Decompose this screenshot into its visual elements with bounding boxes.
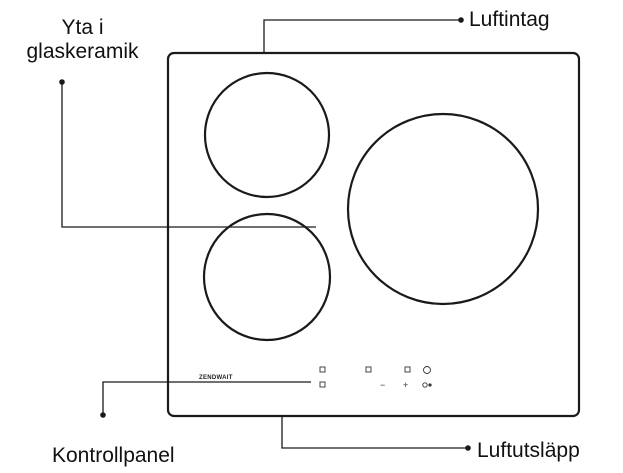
power-icon: [423, 366, 431, 374]
leader-dot-air-exhaust: [465, 445, 471, 451]
label-air-exhaust: Luftutsläpp: [477, 439, 580, 462]
label-surface-line1: Yta i: [61, 16, 104, 39]
zone-select-icon-right: [404, 366, 411, 373]
label-control-panel: Kontrollpanel: [52, 444, 175, 467]
cooking-zone-top-left: [203, 71, 331, 199]
leader-dot-air-intake: [458, 17, 464, 23]
leader-air-exhaust: [281, 416, 467, 449]
cooking-zone-bottom-left: [202, 212, 332, 342]
hob-outline: [166, 51, 581, 418]
label-surface-line2: glaskeramik: [26, 40, 139, 63]
lock-icon-dot: [428, 383, 432, 387]
leader-dot-surface: [59, 79, 65, 85]
leader-dot-control-panel: [100, 412, 106, 418]
cooking-zone-right-large: [346, 112, 540, 306]
brand-logo: ZENDWAIT: [199, 375, 233, 381]
zone-select-icon-bottom: [319, 381, 326, 388]
plus-control: +: [403, 380, 409, 390]
leader-surface: [61, 82, 316, 228]
label-air-intake: Luftintag: [469, 8, 550, 31]
minus-control: −: [380, 380, 386, 390]
leader-air-intake: [263, 19, 461, 53]
leader-control-panel: [102, 381, 311, 414]
label-glass-ceramic-surface: Yta i glaskeramik: [10, 16, 155, 64]
zone-select-icon-mid: [365, 366, 372, 373]
zone-select-icon-top: [319, 366, 326, 373]
lock-icon: [422, 382, 428, 388]
